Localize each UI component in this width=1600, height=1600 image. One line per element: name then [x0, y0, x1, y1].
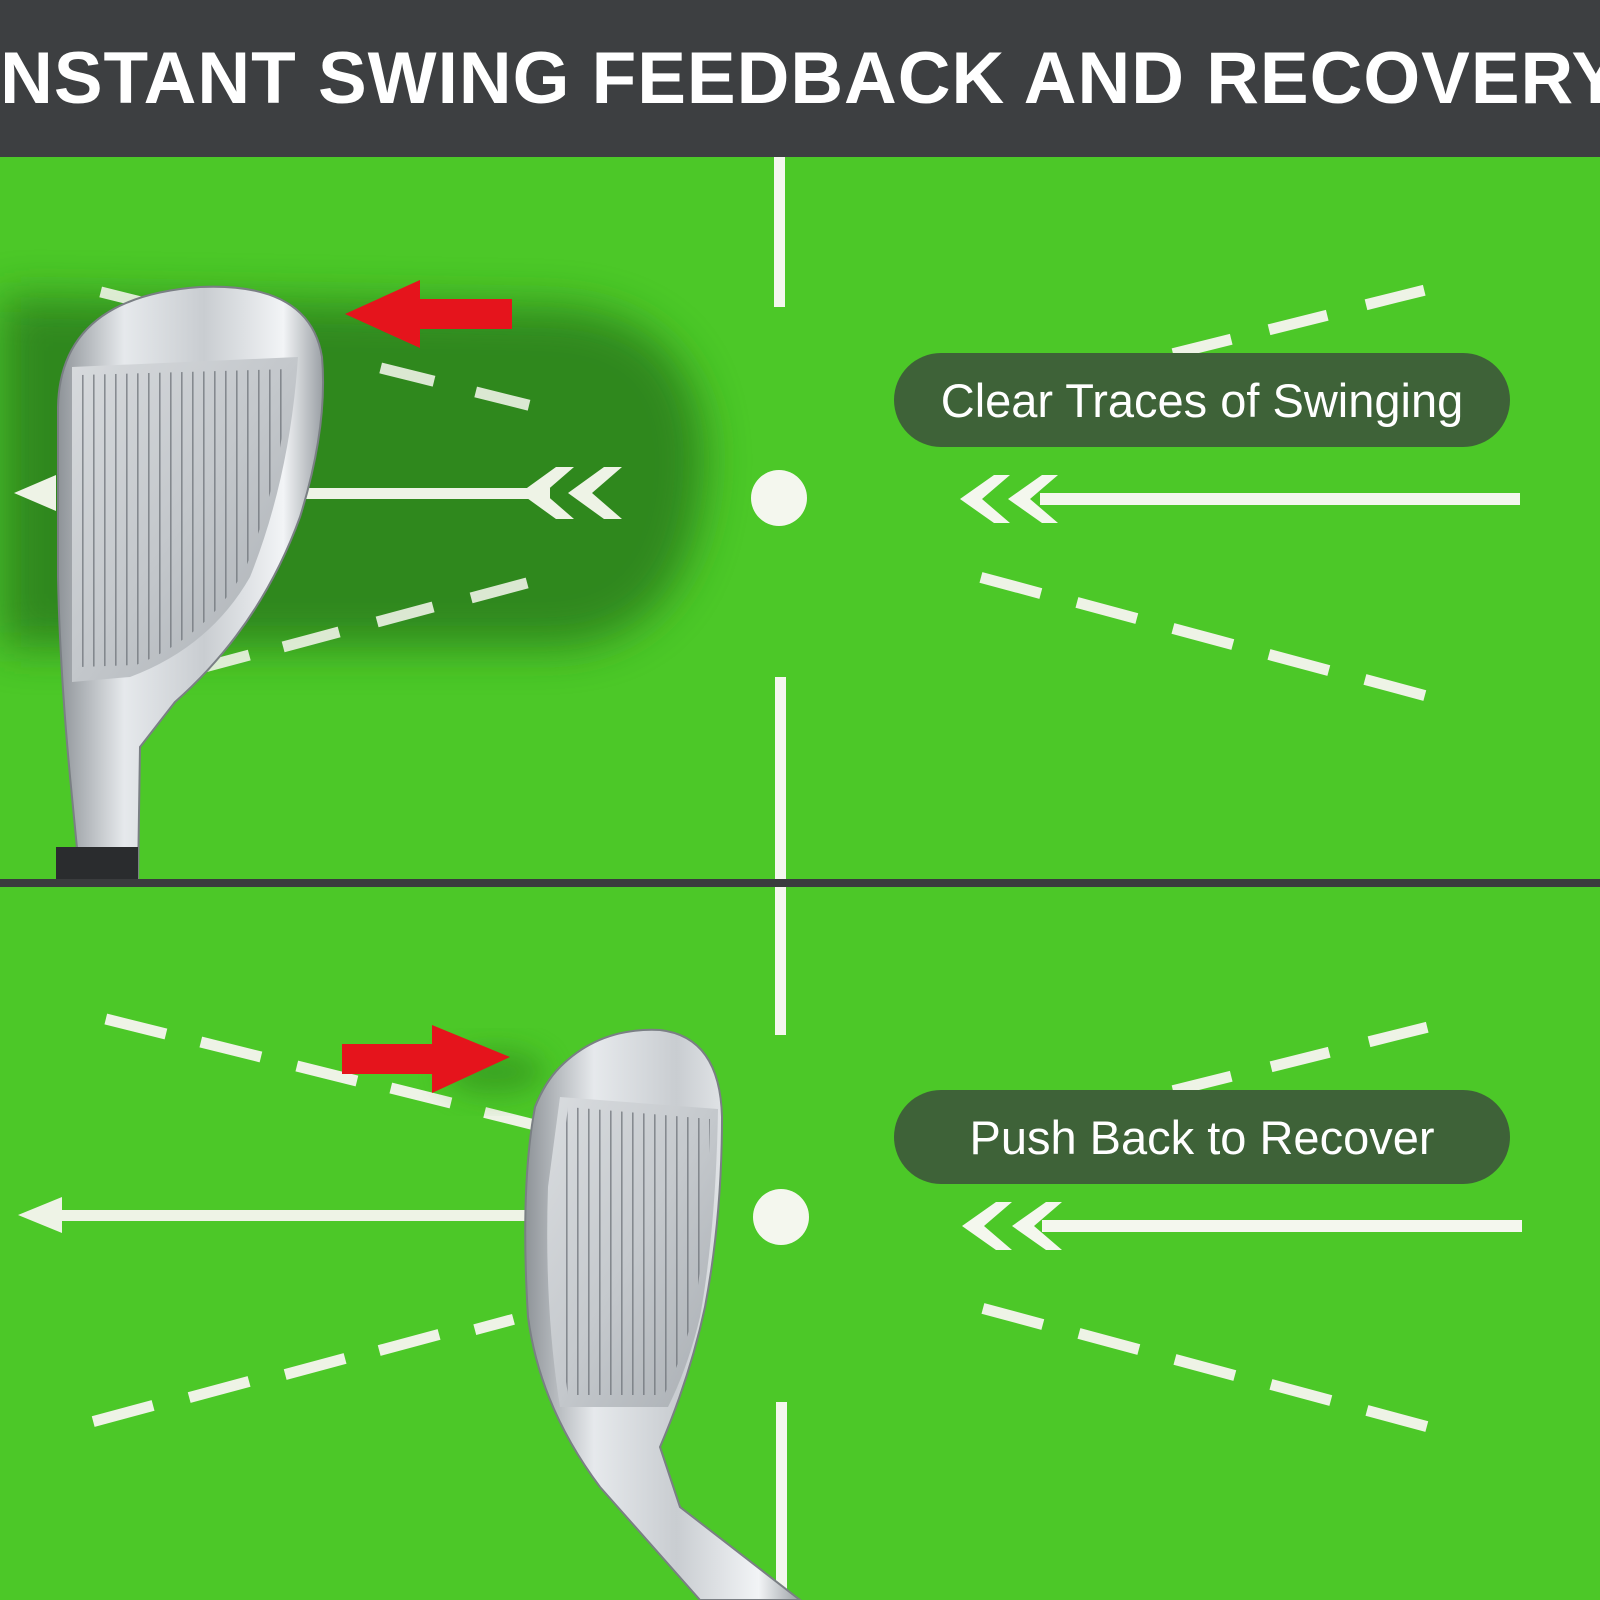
upper-guide-dashes-left — [104, 1013, 535, 1130]
caption-text-bottom: Push Back to Recover — [969, 1110, 1435, 1164]
caption-pill-top: Clear Traces of Swinging — [894, 353, 1510, 447]
target-line-arrow-right — [960, 475, 1520, 523]
panel-push-back: Push Back to Recover — [0, 887, 1600, 1600]
ball-marker — [751, 470, 807, 526]
lower-guide-dashes-right — [979, 572, 1427, 701]
caption-pill-bottom: Push Back to Recover — [894, 1090, 1510, 1184]
panel-swing-traces: Clear Traces of Swinging — [0, 157, 1600, 879]
lower-guide-dashes-right — [981, 1303, 1429, 1432]
panel-divider — [0, 879, 1600, 887]
iron-club-icon — [56, 285, 325, 879]
target-line-arrow-left — [18, 1197, 530, 1233]
caption-text-top: Clear Traces of Swinging — [940, 373, 1464, 427]
lower-guide-dashes-left — [91, 1313, 515, 1427]
ball-marker — [753, 1189, 809, 1245]
header-banner: INSTANT SWING FEEDBACK AND RECOVERY — [0, 0, 1600, 157]
center-line-upper — [775, 887, 786, 1035]
right-arrow-icon — [342, 1025, 510, 1093]
page-title: INSTANT SWING FEEDBACK AND RECOVERY — [0, 38, 1600, 119]
left-arrow-icon — [345, 280, 512, 348]
lower-guide-dashes-left — [199, 577, 529, 674]
center-line-lower — [776, 1402, 787, 1600]
target-line-arrow-right — [962, 1202, 1522, 1250]
iron-club-icon — [524, 1028, 802, 1600]
center-line-upper — [774, 157, 785, 307]
center-line-lower — [775, 677, 786, 879]
